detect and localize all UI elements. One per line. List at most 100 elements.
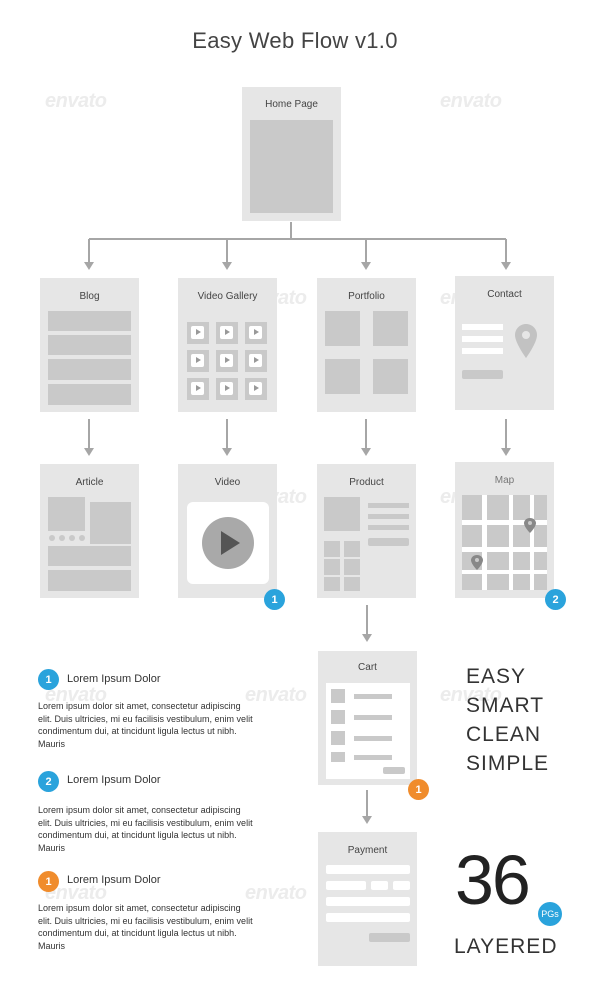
page-card-map: Map bbox=[455, 462, 554, 598]
play-icon bbox=[220, 326, 233, 339]
page-card-payment: Payment bbox=[318, 832, 417, 966]
cart-item-thumb bbox=[331, 731, 345, 745]
page-label-portfolio: Portfolio bbox=[348, 291, 385, 302]
video-thumb bbox=[245, 378, 267, 400]
video-thumb bbox=[216, 322, 238, 344]
product-thumb bbox=[344, 559, 360, 575]
submit-placeholder bbox=[462, 370, 503, 379]
buy-button-placeholder bbox=[368, 538, 409, 546]
legend-text-3: Lorem ipsum dolor sit amet, consectetur … bbox=[38, 903, 253, 951]
article-text-block bbox=[48, 570, 131, 591]
payment-field bbox=[326, 913, 410, 922]
page-label-cart: Cart bbox=[358, 662, 377, 673]
article-dot bbox=[69, 535, 75, 541]
tagline-simple: SIMPLE bbox=[466, 752, 550, 775]
cart-item-thumb bbox=[331, 689, 345, 703]
play-icon bbox=[191, 382, 204, 395]
page-card-article: Article bbox=[40, 464, 139, 598]
legend-badge-1: 1 bbox=[38, 669, 59, 690]
blog-row bbox=[48, 311, 131, 331]
video-badge: 1 bbox=[264, 589, 285, 610]
play-icon bbox=[191, 354, 204, 367]
watermark: envato bbox=[45, 90, 107, 112]
video-thumb bbox=[245, 350, 267, 372]
page-label-home: Home Page bbox=[265, 99, 318, 110]
video-thumb bbox=[216, 378, 238, 400]
portfolio-tile bbox=[325, 359, 360, 394]
page-card-video-gallery: Video Gallery bbox=[178, 278, 277, 412]
page-label-payment: Payment bbox=[347, 845, 388, 856]
product-thumb bbox=[324, 541, 340, 557]
play-icon bbox=[249, 326, 262, 339]
page-count-unit: PGs bbox=[538, 902, 562, 926]
article-image bbox=[48, 497, 85, 531]
play-icon bbox=[220, 382, 233, 395]
cart-item-line bbox=[354, 715, 392, 720]
layered-label: LAYERED bbox=[454, 935, 558, 958]
cart-badge: 1 bbox=[408, 779, 429, 800]
blog-row bbox=[48, 359, 131, 380]
blog-row bbox=[48, 384, 131, 405]
page-label-blog: Blog bbox=[79, 291, 100, 302]
payment-field bbox=[326, 865, 410, 874]
cart-item-thumb bbox=[331, 710, 345, 724]
map-badge: 2 bbox=[545, 589, 566, 610]
legend-title-3: Lorem Ipsum Dolor bbox=[67, 874, 161, 886]
page-card-portfolio: Portfolio bbox=[317, 278, 416, 412]
page-card-cart: Cart bbox=[318, 651, 417, 785]
cart-item-line bbox=[354, 694, 392, 699]
tagline-clean: CLEAN bbox=[466, 723, 542, 746]
legend-title-1: Lorem Ipsum Dolor bbox=[67, 673, 161, 685]
page-label-video-gallery: Video Gallery bbox=[197, 291, 258, 302]
video-thumb bbox=[245, 322, 267, 344]
form-line bbox=[462, 336, 503, 342]
product-thumb bbox=[344, 541, 360, 557]
product-thumb bbox=[344, 577, 360, 591]
product-line bbox=[368, 503, 409, 508]
tagline-easy: EASY bbox=[466, 665, 527, 688]
product-image bbox=[324, 497, 360, 531]
video-thumb bbox=[187, 350, 209, 372]
product-line bbox=[368, 514, 409, 519]
legend-text-1: Lorem ipsum dolor sit amet, consectetur … bbox=[38, 701, 253, 749]
play-icon bbox=[249, 354, 262, 367]
product-line bbox=[368, 525, 409, 530]
payment-field bbox=[326, 881, 366, 890]
page-card-blog: Blog bbox=[40, 278, 139, 412]
watermark: envato bbox=[440, 684, 502, 706]
play-icon bbox=[220, 354, 233, 367]
play-icon bbox=[202, 517, 254, 569]
watermark: envato bbox=[245, 684, 307, 706]
tagline-smart: SMART bbox=[466, 694, 545, 717]
page-card-product: Product bbox=[317, 464, 416, 598]
legend-badge-2: 2 bbox=[38, 771, 59, 792]
play-icon bbox=[191, 326, 204, 339]
map-graphic bbox=[462, 495, 547, 590]
video-thumb bbox=[187, 322, 209, 344]
cart-item-line bbox=[354, 755, 392, 760]
content-placeholder bbox=[250, 120, 333, 213]
page-label-contact: Contact bbox=[487, 289, 522, 300]
watermark: envato bbox=[440, 90, 502, 112]
legend-text-2: Lorem ipsum dolor sit amet, consectetur … bbox=[38, 805, 253, 853]
article-dot bbox=[49, 535, 55, 541]
article-dot bbox=[59, 535, 65, 541]
portfolio-tile bbox=[373, 311, 408, 346]
location-pin-icon bbox=[515, 324, 537, 358]
watermark: envato bbox=[245, 882, 307, 904]
payment-field bbox=[326, 897, 410, 906]
page-label-article: Article bbox=[75, 477, 104, 488]
page-card-home: Home Page bbox=[242, 87, 341, 221]
page-label-map: Map bbox=[494, 475, 515, 486]
page-label-product: Product bbox=[349, 477, 384, 488]
pay-button-placeholder bbox=[369, 933, 410, 942]
payment-field bbox=[393, 881, 410, 890]
form-line bbox=[462, 324, 503, 330]
form-line bbox=[462, 348, 503, 354]
cart-item-line bbox=[354, 736, 392, 741]
blog-row bbox=[48, 335, 131, 355]
payment-field bbox=[371, 881, 388, 890]
page-label-video: Video bbox=[214, 477, 241, 488]
article-text-block bbox=[48, 546, 131, 566]
play-icon bbox=[249, 382, 262, 395]
